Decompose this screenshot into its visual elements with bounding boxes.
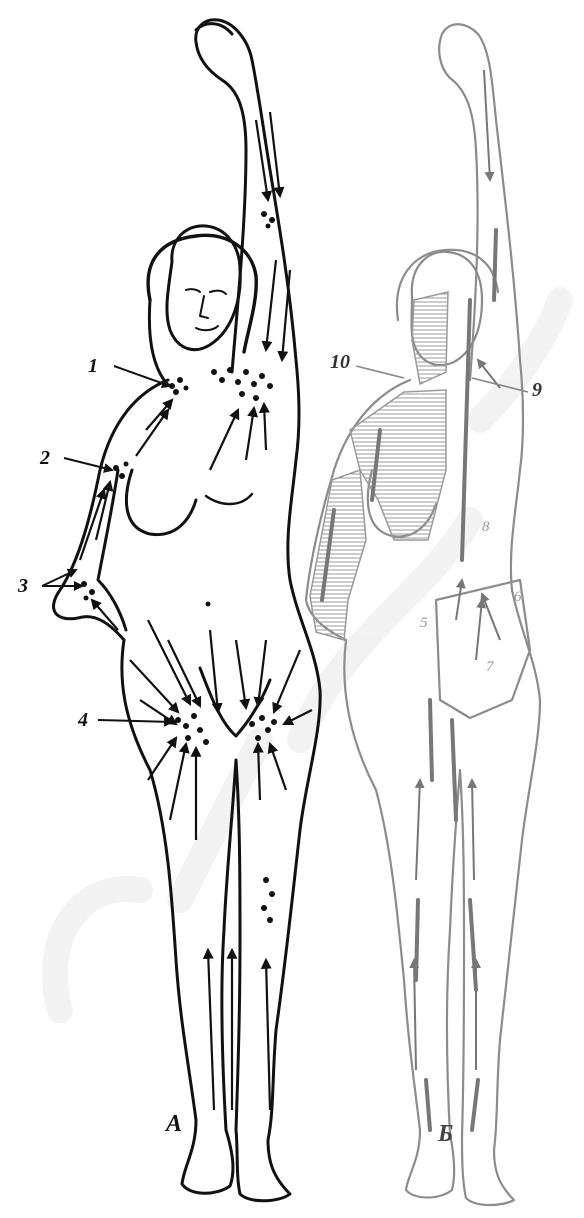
label-10: 10 [330, 352, 350, 372]
label-2: 2 [40, 448, 50, 468]
leader-4 [98, 720, 172, 722]
figure-a-lymph-nodes [81, 211, 277, 923]
label-7: 7 [486, 660, 494, 675]
label-4: 4 [78, 710, 88, 730]
figure-a-raised-arm [196, 20, 299, 460]
figure-a-flow-arrows [80, 112, 312, 1110]
label-8: 8 [482, 520, 490, 535]
label-3: 3 [18, 576, 28, 596]
label-6: 6 [514, 590, 522, 605]
panel-a-caption: А [166, 1112, 182, 1136]
panel-b-caption: Б [438, 1122, 453, 1146]
label-9: 9 [532, 380, 542, 400]
figure-a [54, 20, 321, 1201]
leader-10 [356, 366, 404, 378]
figure-a-leaders [42, 366, 172, 722]
leader-2 [64, 458, 112, 470]
figure-b-leg-left [344, 640, 454, 1198]
label-1: 1 [88, 356, 98, 376]
label-5: 5 [420, 616, 428, 631]
leader-3b [42, 570, 76, 586]
